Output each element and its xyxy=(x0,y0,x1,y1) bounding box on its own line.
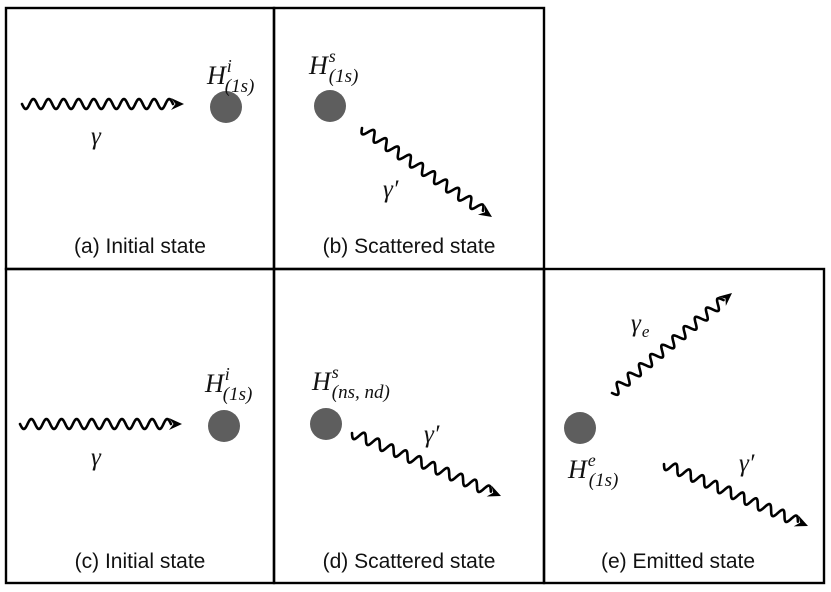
photon-wave-line xyxy=(662,462,800,524)
arrowhead-icon xyxy=(793,515,808,527)
emitted-photon-wave xyxy=(610,293,732,397)
photon-wave-line xyxy=(360,126,485,213)
panel-borders xyxy=(4,6,826,585)
hydrogen-atom xyxy=(564,412,596,444)
panel-d-caption: (d) Scattered state xyxy=(323,550,496,573)
atom-label: Hi(1s) xyxy=(204,364,252,405)
photon-wave-line xyxy=(610,296,725,397)
hydrogen-atom xyxy=(210,91,242,123)
incident-photon-wave xyxy=(20,97,184,111)
photon-wave-line xyxy=(350,431,493,494)
arrowhead-icon xyxy=(171,98,184,110)
panel-a: γ Hi(1s) (a) Initial state xyxy=(20,56,254,258)
hydrogen-atom xyxy=(208,410,240,442)
scattered-photon-label: γ′ xyxy=(424,421,440,448)
panel-e-caption: (e) Emitted state xyxy=(601,550,755,573)
panel-b: Hs(1s) γ′ (b) Scattered state xyxy=(308,46,495,258)
incident-photon-wave xyxy=(18,417,182,431)
hydrogen-atom xyxy=(310,408,342,440)
arrowhead-icon xyxy=(477,204,492,217)
panel-b-caption: (b) Scattered state xyxy=(323,235,496,258)
atom-label: Hi(1s) xyxy=(206,56,254,97)
panel-b-frame xyxy=(272,6,546,271)
incident-photon-label: γ xyxy=(91,444,102,471)
photon-wave-line xyxy=(20,97,175,111)
arrowhead-icon xyxy=(169,418,182,430)
atom-label: Hs(ns, nd) xyxy=(311,362,390,403)
panel-c: γ Hi(1s) (c) Initial state xyxy=(18,364,252,573)
atom-label: He(1s) xyxy=(567,450,618,491)
scattered-photon-wave xyxy=(662,462,808,527)
photon-wave-line xyxy=(18,417,173,431)
panel-a-frame xyxy=(4,6,276,271)
scattered-photon-wave xyxy=(350,431,501,497)
panel-a-caption: (a) Initial state xyxy=(74,235,206,258)
scattered-photon-label: γ′ xyxy=(383,176,399,203)
atom-label: Hs(1s) xyxy=(308,46,358,87)
panel-e: γe He(1s) γ′ (e) Emitted state xyxy=(564,293,808,573)
emitted-photon-label: γe xyxy=(631,310,650,341)
hydrogen-atom xyxy=(314,90,346,122)
panel-c-caption: (c) Initial state xyxy=(75,550,206,573)
panel-e-frame xyxy=(542,267,826,585)
incident-photon-label: γ xyxy=(91,123,102,150)
panel-d: Hs(ns, nd) γ′ (d) Scattered state xyxy=(310,362,501,573)
arrowhead-icon xyxy=(718,293,732,306)
scattered-photon-label: γ′ xyxy=(739,450,755,477)
scattered-photon-wave xyxy=(360,126,492,217)
arrowhead-icon xyxy=(486,485,501,497)
